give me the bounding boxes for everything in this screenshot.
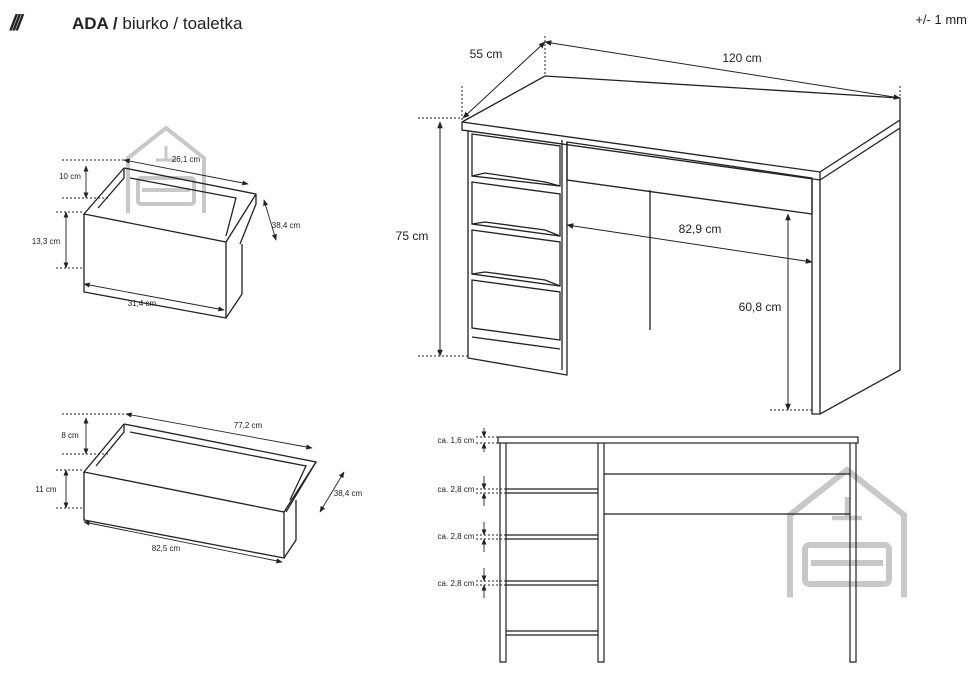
tolerance-note: +/- 1 mm xyxy=(915,12,967,27)
shelf-2-thickness-label: ca. 2,8 cm xyxy=(438,532,475,541)
large-drawer-inner-width: 77,2 cm xyxy=(234,421,263,430)
large-drawer-inner-height: 8 cm xyxy=(61,431,79,440)
small-drawer-depth: 38,4 cm xyxy=(272,221,301,230)
small-drawer-inner-width: 26,1 cm xyxy=(172,155,201,164)
desk-front-view xyxy=(497,436,859,663)
knee-height-label: 60,8 cm xyxy=(739,300,782,314)
small-drawer-dimensions xyxy=(56,158,277,312)
large-drawer-depth: 38,4 cm xyxy=(334,489,363,498)
desk-height-label: 75 cm xyxy=(396,229,429,243)
desk-isometric-view xyxy=(461,75,901,415)
large-drawer-front-height: 11 cm xyxy=(35,485,57,494)
desk-depth-label: 55 cm xyxy=(470,47,503,61)
shelf-3-thickness-label: ca. 2,8 cm xyxy=(438,579,475,588)
front-view-dimensions xyxy=(476,428,506,598)
page-title: ADA / biurko / toaletka xyxy=(72,14,242,34)
large-drawer-front-width: 82,5 cm xyxy=(152,544,181,553)
desk-dimensions xyxy=(418,36,901,411)
shelf-1-thickness-label: ca. 2,8 cm xyxy=(438,485,475,494)
small-drawer-inner-height: 10 cm xyxy=(59,172,81,181)
small-drawer-front-height: 13,3 cm xyxy=(32,237,61,246)
large-drawer-dimensions xyxy=(56,412,345,564)
small-drawer-front-width: 31,4 cm xyxy=(128,299,157,308)
model-name: ADA / xyxy=(72,14,118,33)
house-sofa-watermark-icon xyxy=(790,470,904,598)
desk-width-label: 120 cm xyxy=(722,51,761,65)
large-drawer-view xyxy=(82,423,318,559)
product-type: biurko / toaletka xyxy=(122,14,243,33)
top-thickness-label: ca. 1,6 cm xyxy=(438,436,475,445)
knee-width-label: 82,9 cm xyxy=(679,222,722,236)
